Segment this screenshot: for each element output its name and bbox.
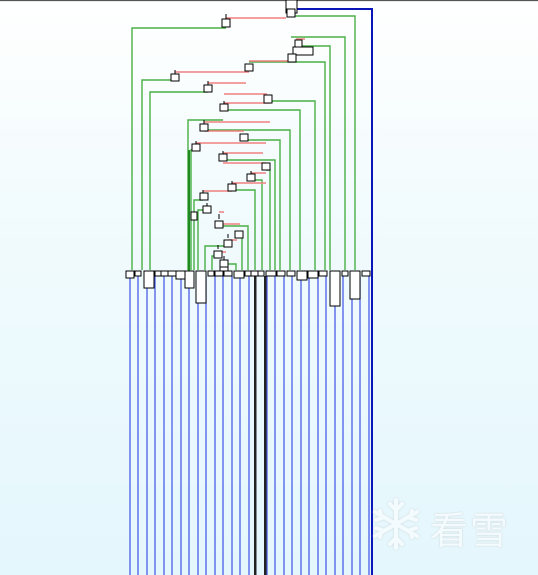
watermark-text: 看雪 (430, 509, 511, 553)
basic-block[interactable] (239, 133, 249, 142)
true-branch-edge (149, 91, 208, 270)
case-edge-bold (254, 276, 257, 575)
switch-case-block[interactable] (207, 270, 215, 277)
basic-block[interactable] (246, 173, 256, 182)
basic-block[interactable] (261, 162, 271, 171)
basic-block[interactable] (214, 220, 224, 229)
switch-case-block[interactable] (349, 270, 361, 300)
switch-case-block[interactable] (143, 270, 155, 289)
switch-case-block[interactable] (195, 270, 207, 304)
switch-case-block[interactable] (175, 270, 186, 280)
true-branch-edge (290, 15, 356, 270)
switch-case-block[interactable] (214, 270, 224, 277)
basic-block[interactable] (286, 8, 296, 18)
basic-block[interactable] (202, 205, 212, 214)
true-branch-edge (223, 159, 276, 270)
switch-case-block[interactable] (265, 270, 277, 277)
basic-block[interactable] (287, 53, 297, 63)
true-branch-edge (296, 45, 331, 270)
switch-case-block[interactable] (276, 270, 286, 277)
true-branch-edge (249, 61, 326, 270)
watermark: 看雪 (368, 494, 528, 554)
case-edge-bold (264, 276, 267, 575)
basic-block[interactable] (219, 259, 229, 268)
true-branch-edge (266, 169, 271, 270)
switch-case-block[interactable] (361, 270, 371, 277)
basic-block[interactable] (191, 143, 201, 152)
switch-case-block[interactable] (125, 270, 135, 279)
switch-case-block[interactable] (341, 270, 349, 277)
basic-block[interactable] (234, 230, 244, 239)
switch-case-block[interactable] (223, 270, 233, 277)
switch-case-block[interactable] (286, 270, 296, 277)
basic-block[interactable] (292, 46, 314, 56)
switch-case-block[interactable] (296, 270, 308, 281)
switch-case-block[interactable] (184, 270, 195, 289)
true-branch-edge (251, 179, 263, 270)
switch-case-block[interactable] (329, 270, 341, 307)
basic-block[interactable] (294, 39, 303, 48)
basic-block[interactable] (263, 94, 273, 104)
loop-back-edge (296, 8, 373, 575)
basic-block[interactable] (244, 63, 254, 72)
true-branch-edge (244, 139, 281, 270)
basic-block[interactable] (223, 239, 233, 248)
switch-case-block[interactable] (257, 270, 265, 277)
basic-block[interactable] (219, 103, 229, 112)
true-branch-edge (141, 79, 175, 270)
switch-case-block[interactable] (244, 270, 252, 277)
switch-case-block[interactable] (318, 270, 328, 277)
basic-block[interactable] (227, 183, 237, 192)
basic-block[interactable] (203, 84, 213, 93)
basic-block[interactable] (221, 18, 231, 28)
true-branch-edge (239, 235, 243, 270)
true-branch-edge (291, 36, 346, 270)
true-branch-edge (224, 109, 301, 270)
true-branch-edge (219, 225, 249, 270)
basic-block[interactable] (199, 192, 209, 201)
switch-case-block[interactable] (167, 270, 177, 277)
switch-case-block[interactable] (154, 270, 162, 277)
switch-case-block[interactable] (233, 270, 245, 279)
true-branch-edge (204, 129, 291, 270)
basic-block[interactable] (199, 123, 209, 132)
basic-block[interactable] (213, 250, 223, 259)
basic-block[interactable] (218, 153, 228, 162)
snowflake-icon (373, 498, 419, 550)
basic-block[interactable] (190, 211, 198, 221)
true-branch-edge (232, 189, 256, 270)
switch-case-block[interactable] (134, 270, 142, 277)
switch-case-block[interactable] (307, 270, 319, 279)
basic-block[interactable] (170, 73, 180, 82)
true-branch-edge (269, 100, 316, 270)
true-branch-edge (204, 245, 228, 270)
true-branch-edge (131, 27, 226, 270)
